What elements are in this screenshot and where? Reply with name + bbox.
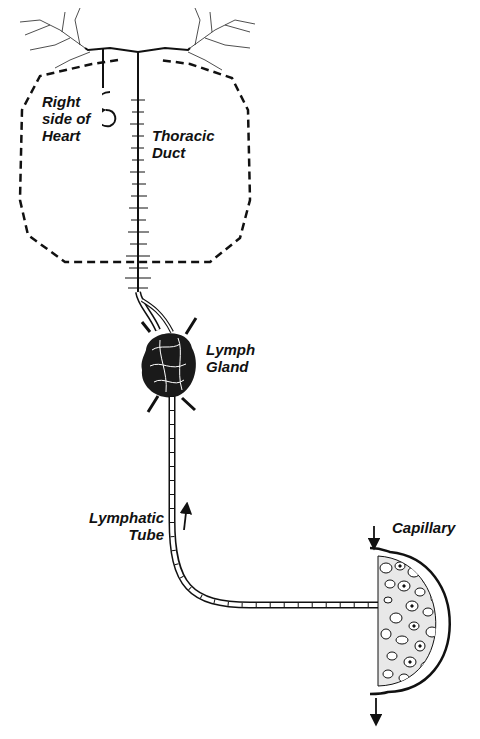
capillary-label: Capillary (390, 518, 457, 537)
capillary-tissue (370, 548, 450, 694)
lymphatic-tube (172, 396, 380, 605)
gland-label: Lymph Gland (204, 340, 270, 376)
thoracic-duct (85, 48, 190, 292)
heart-label: Right side of Heart (40, 92, 102, 145)
tube-label: Lymphatic Tube (82, 508, 166, 544)
lymph-gland (141, 333, 195, 397)
duct-label: Thoracic Duct (150, 126, 226, 162)
flow-arrows (184, 504, 376, 724)
vessels-to-gland (138, 292, 196, 412)
duct-ticks (125, 100, 151, 288)
